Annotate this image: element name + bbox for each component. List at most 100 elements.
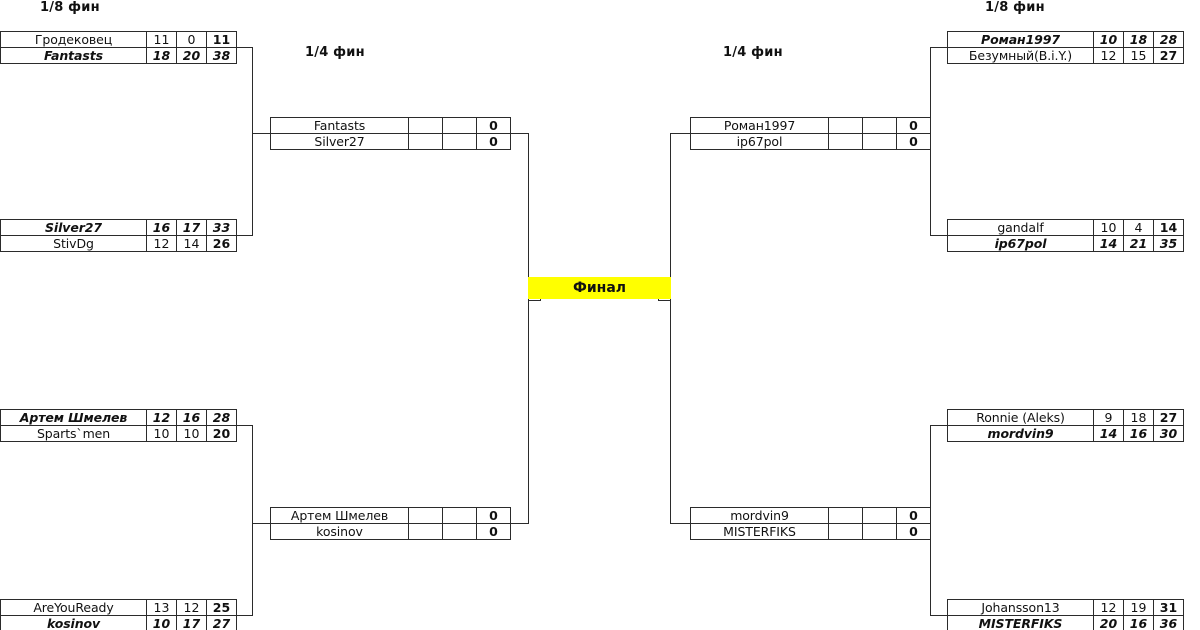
score-total: 33 [206,219,237,236]
match-right-eighth-1[interactable]: Роман1997 10 18 28 Безумный(B.i.Y.) 12 1… [947,31,1184,64]
score-leg2: 17 [176,219,207,236]
match-row[interactable]: gandalf 10 4 14 [947,219,1184,236]
player-name: kosinov [0,615,147,630]
score-total: 38 [206,47,237,64]
match-row[interactable]: kosinov 10 17 27 [0,615,237,630]
match-row[interactable]: kosinov 0 [270,523,511,540]
score-leg1: 14 [1093,425,1124,442]
player-name: Роман1997 [690,117,829,134]
score-leg1 [408,133,443,150]
match-row[interactable]: mordvin9 0 [690,507,931,524]
connector-line [252,47,253,236]
score-leg1: 10 [146,425,177,442]
score-total: 0 [896,117,931,134]
score-leg2: 18 [1123,409,1154,426]
score-leg1: 18 [146,47,177,64]
score-leg2: 12 [176,599,207,616]
connector-line [930,425,947,426]
match-row[interactable]: Роман1997 10 18 28 [947,31,1184,48]
match-row[interactable]: ip67pol 14 21 35 [947,235,1184,252]
match-row[interactable]: Безумный(B.i.Y.) 12 15 27 [947,47,1184,64]
score-leg1: 20 [1093,615,1124,630]
score-total: 25 [206,599,237,616]
match-row[interactable]: Артем Шмелев 12 16 28 [0,409,237,426]
match-row[interactable]: Гродековец 11 0 11 [0,31,237,48]
match-left-quarter-bottom[interactable]: Артем Шмелев 0 kosinov 0 [270,507,511,540]
score-leg1: 12 [1093,599,1124,616]
match-row[interactable]: Johansson13 12 19 31 [947,599,1184,616]
match-row[interactable]: mordvin9 14 16 30 [947,425,1184,442]
score-total: 27 [1153,47,1184,64]
match-left-eighth-2[interactable]: Silver27 16 17 33 StivDg 12 14 26 [0,219,237,252]
player-name: mordvin9 [690,507,829,524]
connector-line [528,133,529,524]
player-name: Артем Шмелев [0,409,147,426]
match-left-eighth-4[interactable]: AreYouReady 13 12 25 kosinov 10 17 27 [0,599,237,630]
match-row[interactable]: StivDg 12 14 26 [0,235,237,252]
connector-line [930,425,931,616]
connector-line [930,615,947,616]
score-leg2 [442,117,477,134]
player-name: ip67pol [947,235,1094,252]
player-name: Johansson13 [947,599,1094,616]
player-name: Fantasts [270,117,409,134]
connector-line [236,615,253,616]
round-label-quarter-left: 1/4 фин [305,45,365,60]
score-leg1 [828,507,863,524]
score-leg2: 16 [1123,615,1154,630]
score-leg2: 21 [1123,235,1154,252]
connector-line [510,523,529,524]
score-total: 0 [896,523,931,540]
match-row[interactable]: ip67pol 0 [690,133,931,150]
connector-line [670,523,690,524]
score-total: 35 [1153,235,1184,252]
match-row[interactable]: Роман1997 0 [690,117,931,134]
score-total: 28 [1153,31,1184,48]
match-right-eighth-2[interactable]: gandalf 10 4 14 ip67pol 14 21 35 [947,219,1184,252]
score-leg1: 14 [1093,235,1124,252]
connector-line [911,523,931,524]
score-total: 36 [1153,615,1184,630]
connector-line [236,47,253,48]
connector-line [670,133,671,524]
score-leg1: 12 [1093,47,1124,64]
match-right-eighth-4[interactable]: Johansson13 12 19 31 MISTERFIKS 20 16 36 [947,599,1184,630]
match-left-eighth-1[interactable]: Гродековец 11 0 11 Fantasts 18 20 38 [0,31,237,64]
score-total: 0 [896,133,931,150]
score-total: 0 [896,507,931,524]
match-row[interactable]: Silver27 0 [270,133,511,150]
match-row[interactable]: Fantasts 0 [270,117,511,134]
match-row[interactable]: Артем Шмелев 0 [270,507,511,524]
match-left-quarter-top[interactable]: Fantasts 0 Silver27 0 [270,117,511,150]
score-leg2: 14 [176,235,207,252]
match-left-eighth-3[interactable]: Артем Шмелев 12 16 28 Sparts`men 10 10 2… [0,409,237,442]
match-right-eighth-3[interactable]: Ronnie (Aleks) 9 18 27 mordvin9 14 16 30 [947,409,1184,442]
score-leg1 [408,507,443,524]
score-leg2 [862,117,897,134]
score-leg1 [828,117,863,134]
final-match-label[interactable]: Финал [528,277,671,299]
match-right-quarter-bottom[interactable]: mordvin9 0 MISTERFIKS 0 [690,507,931,540]
match-row[interactable]: Fantasts 18 20 38 [0,47,237,64]
player-name: gandalf [947,219,1094,236]
score-leg2: 10 [176,425,207,442]
connector-line [930,47,931,236]
match-row[interactable]: Sparts`men 10 10 20 [0,425,237,442]
match-right-quarter-top[interactable]: Роман1997 0 ip67pol 0 [690,117,931,150]
player-name: Роман1997 [947,31,1094,48]
score-leg1 [408,117,443,134]
score-leg2: 16 [176,409,207,426]
score-leg1: 10 [146,615,177,630]
match-row[interactable]: MISTERFIKS 20 16 36 [947,615,1184,630]
score-total: 20 [206,425,237,442]
score-leg2 [862,523,897,540]
match-row[interactable]: Silver27 16 17 33 [0,219,237,236]
score-leg2 [442,507,477,524]
score-total: 28 [206,409,237,426]
match-row[interactable]: AreYouReady 13 12 25 [0,599,237,616]
round-label-eighth-right: 1/8 фин [985,0,1045,15]
score-leg1: 9 [1093,409,1124,426]
match-row[interactable]: Ronnie (Aleks) 9 18 27 [947,409,1184,426]
match-row[interactable]: MISTERFIKS 0 [690,523,931,540]
score-leg1: 12 [146,235,177,252]
